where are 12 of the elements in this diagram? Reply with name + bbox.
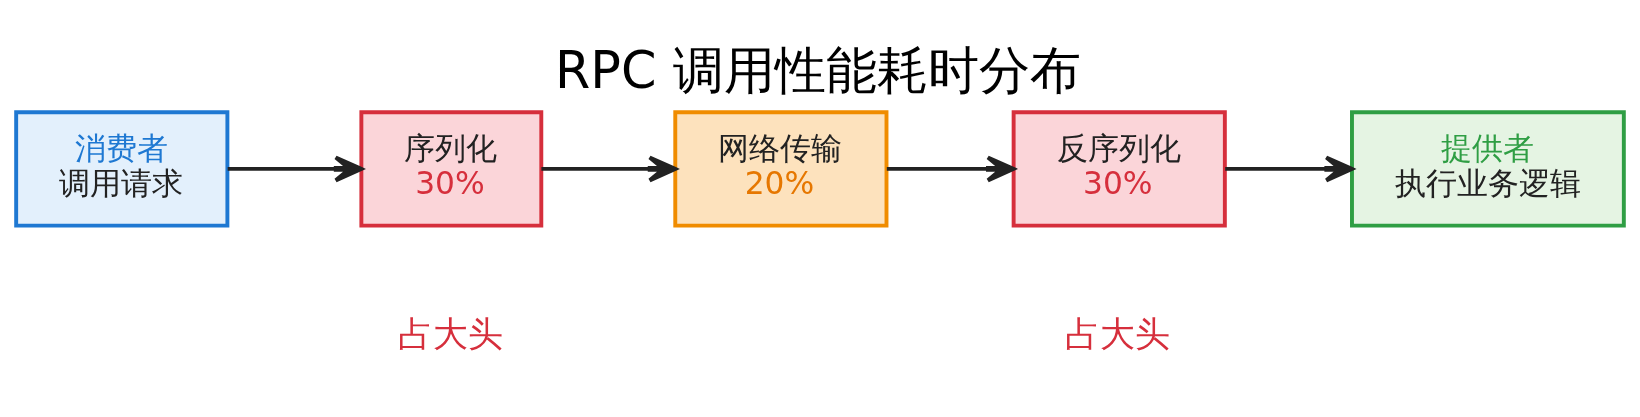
node-box: 网络传输 20% [673,109,889,228]
node-box: 消费者 调用请求 [14,109,230,228]
arrow [1225,155,1354,182]
node-box: 提供者 执行业务逻辑 [1350,109,1626,228]
diagram-title: RPC 调用性能耗时分布 [554,40,1081,100]
arrow [541,155,678,182]
arrow [227,155,364,182]
node-label: 占大头 [397,312,503,354]
arrow [886,155,1016,182]
node-box: 反序列化 30% [1011,109,1227,228]
node-box: 序列化 30% [359,109,544,228]
node-label: 占大头 [1065,312,1171,354]
